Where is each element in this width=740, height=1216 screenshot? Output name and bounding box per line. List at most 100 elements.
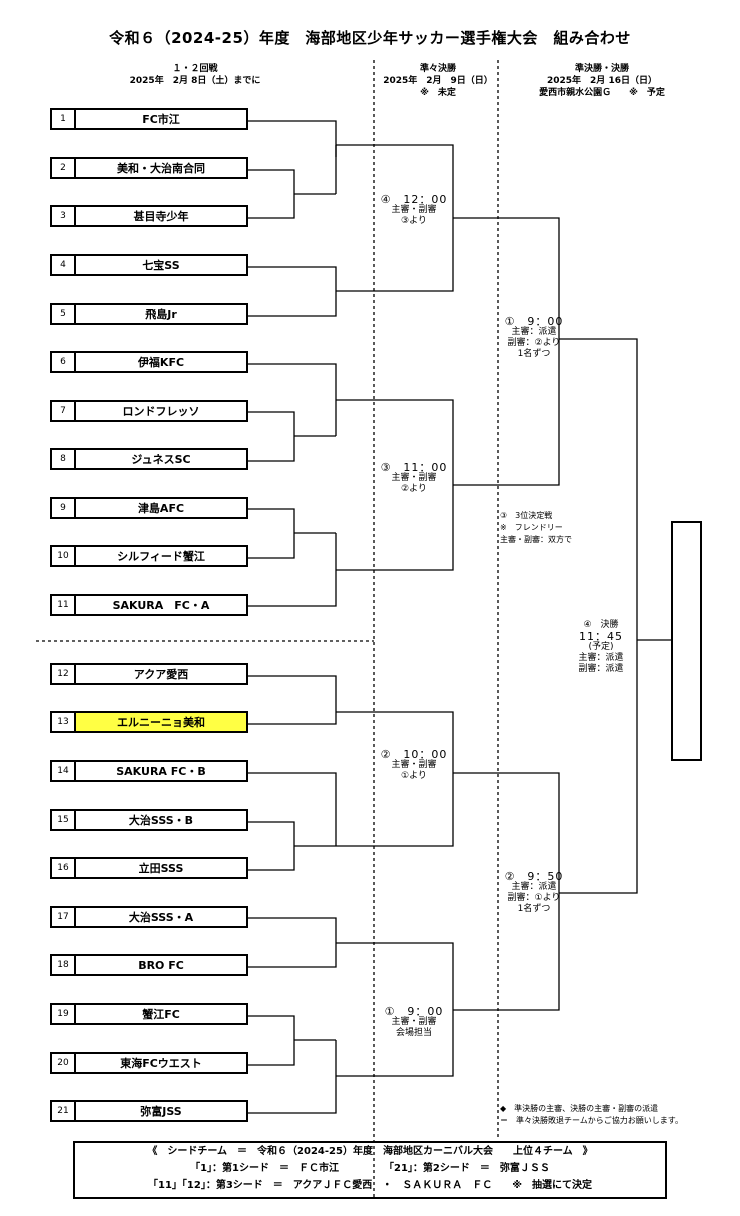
team-name: ロンドフレッソ — [122, 405, 200, 418]
sf-match-2: ② 9：50 主審：派遣 副審：①より 1名ずつ — [500, 871, 568, 915]
team-number: 18 — [52, 956, 76, 974]
team-name: SAKURA FC・A — [112, 599, 210, 612]
team-name: 飛島Jr — [145, 308, 177, 321]
team-slot: 16 立田SSS — [50, 857, 248, 879]
match-referee: 主審：派遣 — [511, 882, 557, 892]
qf-match-4: ④ 12：00 主審・副審 ③より — [376, 194, 452, 227]
seed-heading: 《 シードチーム ＝ 令和６（2024-25）年度 海部地区カーニバル大会 上位… — [147, 1146, 593, 1157]
team-number: 17 — [52, 908, 76, 926]
third-place-referee: 主審・副審：双方で — [500, 535, 572, 544]
match-time: ④ 12：00 — [380, 193, 448, 206]
team-slot: 18 BRO FC — [50, 954, 248, 976]
round1-name: １・２回戦 — [172, 64, 218, 74]
team-number: 5 — [52, 305, 76, 323]
team-number: 8 — [52, 450, 76, 468]
referee-notes: ◆ 準決勝の主審、決勝の主審・副審の派遣 ＝ 準々決勝敗退チームからご協力お願い… — [500, 1103, 683, 1127]
team-name: 美和・大治南合同 — [117, 162, 205, 175]
match-referee: 副審：②より — [507, 338, 561, 348]
team-name: 弥富JSS — [140, 1105, 182, 1118]
team-name: BRO FC — [138, 958, 184, 972]
sf-header: 準決勝・決勝 2025年 2月 16日（日） 愛西市親水公園Ｇ ※ 予定 — [512, 63, 692, 99]
team-slot: 14 SAKURA FC・B — [50, 760, 248, 782]
sf-name: 準決勝・決勝 — [574, 64, 629, 74]
final-tentative: (予定) — [588, 642, 614, 652]
team-number: 16 — [52, 859, 76, 877]
sf-venue: 愛西市親水公園Ｇ ※ 予定 — [539, 88, 665, 98]
team-name: 立田SSS — [138, 862, 184, 875]
match-referee: 主審・副審 — [391, 473, 437, 483]
seed-info-box: 《 シードチーム ＝ 令和６（2024-25）年度 海部地区カーニバル大会 上位… — [73, 1141, 667, 1199]
seed-line: 「11」「12」：第3シード ＝ アクアＪＦＣ愛西 ・ ＳＡＫＵＲＡ ＦＣ ※ … — [147, 1180, 592, 1191]
qf-header: 準々決勝 2025年 2月 9日（日） ※ 未定 — [374, 63, 502, 99]
final-assistant: 副審：派遣 — [578, 664, 624, 674]
team-name: FC市江 — [142, 113, 180, 126]
final-time: 11：45 — [579, 630, 623, 643]
team-slot: 1 FC市江 — [50, 108, 248, 130]
final-referee: 主審：派遣 — [578, 653, 624, 663]
match-note: ①より — [401, 771, 427, 781]
champion-box — [671, 521, 702, 761]
final-match: ④ 決勝 11：45 (予定) 主審：派遣 副審：派遣 — [568, 620, 634, 675]
match-time: ① 9：00 — [384, 1005, 444, 1018]
qf-name: 準々決勝 — [419, 64, 456, 74]
team-name: 伊福KFC — [137, 356, 185, 369]
team-number: 1 — [52, 110, 76, 128]
sf-date: 2025年 2月 16日（日） — [547, 76, 657, 86]
match-note: ③より — [401, 216, 427, 226]
qf-date: 2025年 2月 9日（日） — [383, 76, 493, 86]
seed-line: 「1」：第1シード ＝ ＦＣ市江 「21」：第2シード ＝ 弥富ＪＳＳ — [190, 1163, 550, 1174]
team-number: 12 — [52, 665, 76, 683]
team-number: 21 — [52, 1102, 76, 1120]
team-slot: 17 大治SSS・A — [50, 906, 248, 928]
qf-match-2: ② 10：00 主審・副審 ①より — [376, 749, 452, 782]
sf-match-1: ① 9：00 主審：派遣 副審：②より 1名ずつ — [500, 316, 568, 360]
match-referee: 主審・副審 — [391, 760, 437, 770]
team-slot: 6 伊福KFC — [50, 351, 248, 373]
team-name: 七宝SS — [142, 259, 180, 272]
page-title: 令和６（2024-25）年度 海部地区少年サッカー選手権大会 組み合わせ — [109, 29, 631, 47]
team-slot: 9 津島AFC — [50, 497, 248, 519]
qf-match-3: ③ 11：00 主審・副審 ②より — [376, 462, 452, 495]
team-number: 9 — [52, 499, 76, 517]
match-time: ① 9：00 — [504, 315, 564, 328]
match-note: 1名ずつ — [517, 904, 551, 914]
team-number: 3 — [52, 207, 76, 225]
qf-venue: ※ 未定 — [420, 88, 456, 98]
qf-match-1: ① 9：00 主審・副審 会場担当 — [376, 1006, 452, 1039]
team-slot: 20 東海FCウエスト — [50, 1052, 248, 1074]
team-number: 14 — [52, 762, 76, 780]
team-name: 大治SSS・B — [128, 814, 194, 827]
team-name: 東海FCウエスト — [120, 1057, 202, 1070]
match-referee: 主審・副審 — [391, 205, 437, 215]
team-name: エルニーニョ美和 — [76, 713, 246, 731]
match-time: ② 10：00 — [380, 748, 448, 761]
team-name: 津島AFC — [137, 502, 185, 515]
team-name: 蟹江FC — [142, 1008, 180, 1021]
team-number: 6 — [52, 353, 76, 371]
match-referee: 主審：派遣 — [511, 327, 557, 337]
team-slot: 7 ロンドフレッソ — [50, 400, 248, 422]
match-note: ②より — [401, 484, 427, 494]
third-place-title: ③ 3位決定戦 — [500, 511, 553, 520]
team-number: 7 — [52, 402, 76, 420]
match-referee: 主審・副審 — [391, 1017, 437, 1027]
team-name: SAKURA FC・B — [116, 765, 206, 778]
match-time: ② 9：50 — [504, 870, 564, 883]
team-name: 大治SSS・A — [128, 911, 194, 924]
note-line: ◆ 準決勝の主審、決勝の主審・副審の派遣 — [500, 1104, 659, 1113]
team-number: 20 — [52, 1054, 76, 1072]
team-number: 19 — [52, 1005, 76, 1023]
match-time: ③ 11：00 — [380, 461, 448, 474]
match-note: 会場担当 — [395, 1028, 432, 1038]
team-slot: 5 飛島Jr — [50, 303, 248, 325]
round1-date: 2025年 2月 8日（土）までに — [129, 76, 261, 86]
